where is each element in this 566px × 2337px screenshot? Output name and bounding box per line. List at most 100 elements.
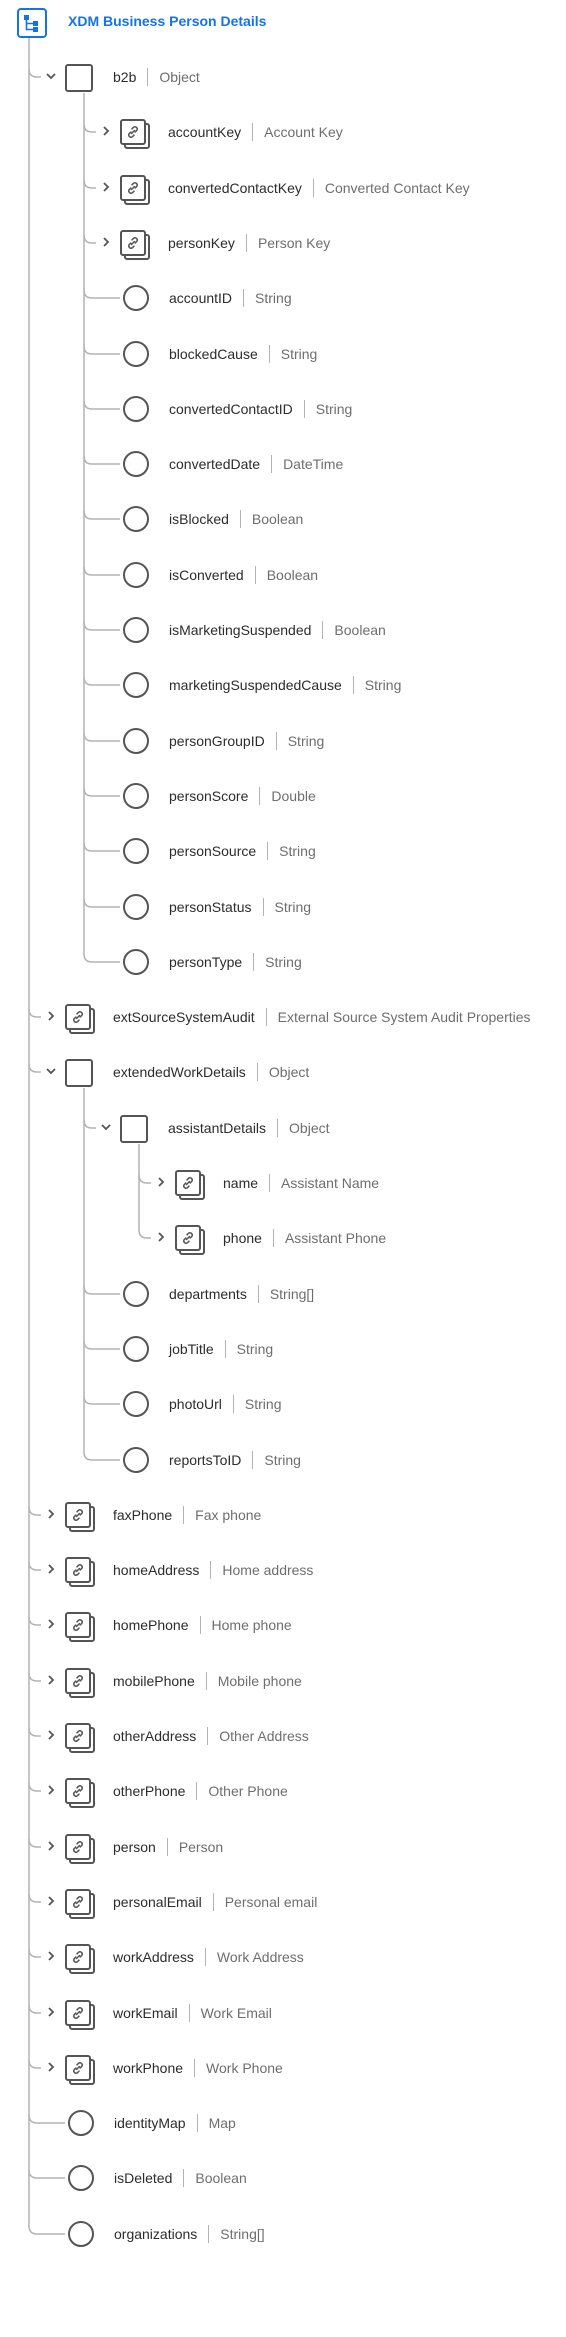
chevron-right-icon[interactable] (98, 123, 114, 139)
chevron-right-icon[interactable] (43, 1506, 59, 1522)
chevron-right-icon[interactable] (43, 2004, 59, 2020)
chevron-right-icon[interactable] (43, 1561, 59, 1577)
chevron-right-icon[interactable] (43, 1782, 59, 1798)
chevron-right-icon[interactable] (98, 234, 114, 250)
chevron-right-icon[interactable] (43, 1893, 59, 1909)
chevron-right-icon[interactable] (43, 1008, 59, 1024)
chevron-down-icon[interactable] (43, 1063, 59, 1079)
chevron-right-icon[interactable] (43, 1727, 59, 1743)
chevron-right-icon[interactable] (43, 2059, 59, 2075)
chevron-right-icon[interactable] (153, 1229, 169, 1245)
chevron-right-icon[interactable] (43, 1838, 59, 1854)
chevron-right-icon[interactable] (153, 1174, 169, 1190)
chevron-right-icon[interactable] (43, 1948, 59, 1964)
schema-title[interactable]: XDM Business Person Details (68, 13, 267, 29)
chevron-down-icon[interactable] (98, 1119, 114, 1135)
chevron-right-icon[interactable] (98, 179, 114, 195)
chevron-right-icon[interactable] (43, 1616, 59, 1632)
chevron-right-icon[interactable] (43, 1672, 59, 1688)
chevron-down-icon[interactable] (43, 68, 59, 84)
